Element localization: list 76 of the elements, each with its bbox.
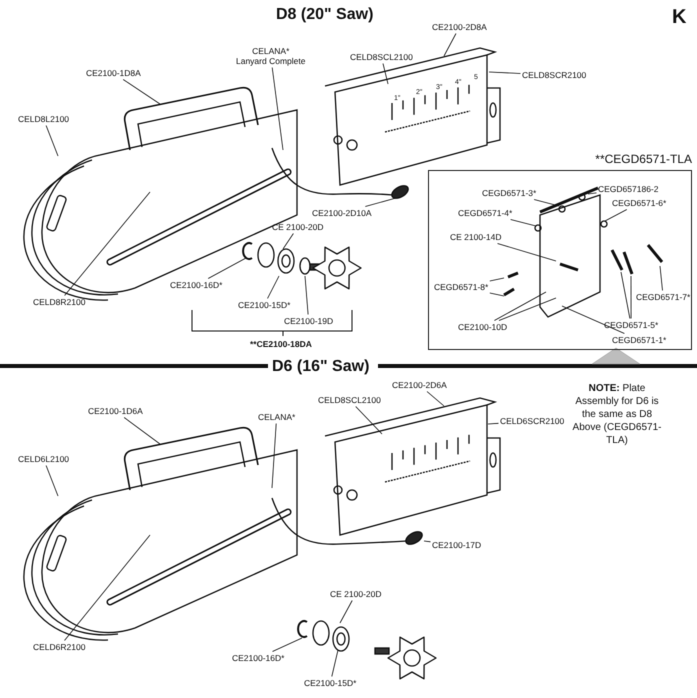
leader-line (46, 125, 58, 156)
part-number: CEGD6571-5* (604, 320, 658, 330)
part-number: CELD6L2100 (18, 454, 70, 464)
leader-line (304, 276, 308, 315)
leader-line (122, 79, 160, 104)
part-number: CELANA* (252, 46, 290, 56)
leader-line (630, 276, 632, 319)
part-number: CE2100-15D* (304, 678, 356, 688)
leader-line (620, 272, 630, 319)
part-number: CE2100-19D (284, 316, 334, 326)
part-number: CEGD6571-6* (612, 198, 666, 208)
part-number: CEGD657186-2 (598, 184, 658, 194)
leader-line (124, 417, 160, 444)
leader-line (355, 406, 382, 434)
leader-line (488, 72, 521, 74)
part-number: CELANA* (258, 412, 296, 422)
leader-line (588, 192, 597, 194)
part-number: CE2100-2D6A (392, 380, 447, 390)
part-number: CE2100-2D8A (432, 22, 487, 32)
part-number: CELD8SCL2100 (318, 395, 381, 405)
part-number: **CE2100-18DA (250, 338, 312, 351)
leader-line (64, 534, 150, 641)
leader-line (426, 391, 444, 406)
section-heading: D8 (20" Saw) (276, 5, 374, 25)
leader-line (208, 258, 246, 279)
part-number: CELD8SCL2100 (350, 52, 413, 62)
leader-line (272, 67, 284, 150)
part-number: CEGD6571-3* (482, 188, 536, 198)
knob-assembly-drawing (242, 242, 362, 290)
part-number: CEGD6571-8* (434, 282, 488, 292)
leader-line (272, 638, 302, 652)
leader-line (534, 199, 560, 206)
part-number: CELD8SCR2100 (522, 70, 586, 80)
leader-line (604, 209, 628, 222)
part-number: CEGD6571-4* (458, 208, 512, 218)
leader-line (494, 292, 546, 321)
section-heading: D6 (16" Saw) (272, 357, 370, 377)
part-number: CELD6SCR2100 (500, 416, 564, 426)
leader-line (488, 422, 499, 424)
part-number: CE 2100-14D (450, 232, 502, 242)
leader-line (497, 243, 556, 262)
leader-line (444, 33, 456, 56)
panel-heading: **CEGD6571-TLA (595, 151, 692, 168)
leader-line (340, 600, 353, 624)
part-number: CE2100-16D* (232, 653, 284, 663)
leader-line (489, 278, 504, 282)
leader-line (424, 540, 431, 542)
part-number: CEGD6571-1* (612, 335, 666, 345)
part-number: CELD6R2100 (33, 642, 86, 652)
part-description: Lanyard Complete (236, 56, 306, 66)
part-number: CE2100-1D8A (86, 68, 141, 78)
part-number: CELD8L2100 (18, 114, 70, 124)
part-number: CE2100-17D (432, 540, 482, 550)
leader-line (46, 465, 58, 496)
part-number: CE2100-16D* (170, 280, 222, 290)
leader-line (510, 219, 536, 226)
part-number: CEGD6571-7* (636, 292, 690, 302)
leader-line (660, 266, 663, 291)
leader-line (562, 306, 625, 334)
part-number: CE2100-2D10A (312, 208, 372, 218)
part-number: CE 2100-20D (330, 589, 382, 599)
leader-line (489, 292, 504, 296)
leader-line (272, 423, 277, 488)
part-number: CE2100-15D* (238, 300, 290, 310)
note-text: NOTE: Plate Assembly for D6 is the same as D8 Above (CEGD6571-TLA) (572, 382, 662, 447)
leader-line (498, 298, 556, 321)
leader-line (267, 276, 280, 299)
leader-line (364, 198, 396, 207)
leader-line (331, 650, 338, 677)
part-number: CELD8R2100 (33, 297, 86, 307)
knob-assembly-drawing (297, 620, 437, 680)
part-number: CE2100-10D (458, 322, 508, 332)
leader-line (382, 63, 388, 84)
page-letter: K (672, 5, 686, 30)
part-number: CE2100-1D6A (88, 406, 143, 416)
leader-line (282, 233, 294, 250)
